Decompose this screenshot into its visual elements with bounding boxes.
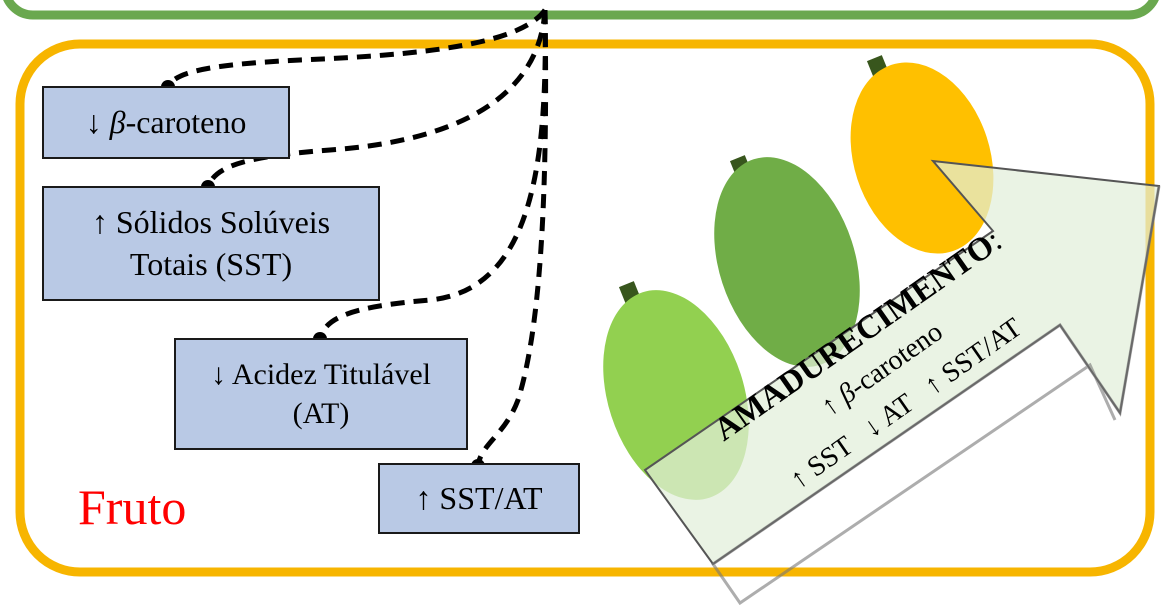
box-carotene-greek: β bbox=[109, 103, 126, 140]
box-carotene-label: ↓ β-caroteno bbox=[86, 102, 247, 144]
connector-ratio bbox=[475, 9, 549, 467]
box-carotene-arrow: ↓ bbox=[85, 103, 102, 140]
box-sst: ↑ Sólidos Solúveis Totais (SST) bbox=[42, 186, 380, 301]
box-at: ↓ Acidez Titulável (AT) bbox=[174, 338, 468, 450]
box-sst-line2: Totais (SST) bbox=[129, 245, 293, 282]
fruit-ripe-body bbox=[850, 62, 994, 254]
fruit-frame bbox=[15, 39, 1155, 577]
frame-label: Fruto bbox=[78, 479, 187, 535]
fruit-half-ripe bbox=[714, 155, 860, 367]
box-sst-line1: ↑ Sólidos Solúveis bbox=[91, 203, 331, 240]
ripening-arrow-shadow bbox=[710, 185, 1161, 606]
connector-at bbox=[317, 9, 548, 340]
box-carotene: ↓ β-caroteno bbox=[42, 86, 290, 159]
box-ratio-text: ↑ SST/AT bbox=[415, 479, 543, 516]
box-at-line2: (AT) bbox=[292, 397, 350, 430]
fruit-half-ripe-body bbox=[714, 157, 860, 367]
top-frame bbox=[3, 0, 1159, 20]
connector-sst bbox=[205, 9, 548, 188]
box-ratio: ↑ SST/AT bbox=[378, 463, 580, 534]
box-at-line1: ↓ Acidez Titulável bbox=[211, 358, 431, 391]
connector-lines bbox=[165, 8, 549, 467]
box-carotene-text: -caroteno bbox=[125, 103, 247, 140]
fruit-ripe bbox=[850, 55, 994, 254]
